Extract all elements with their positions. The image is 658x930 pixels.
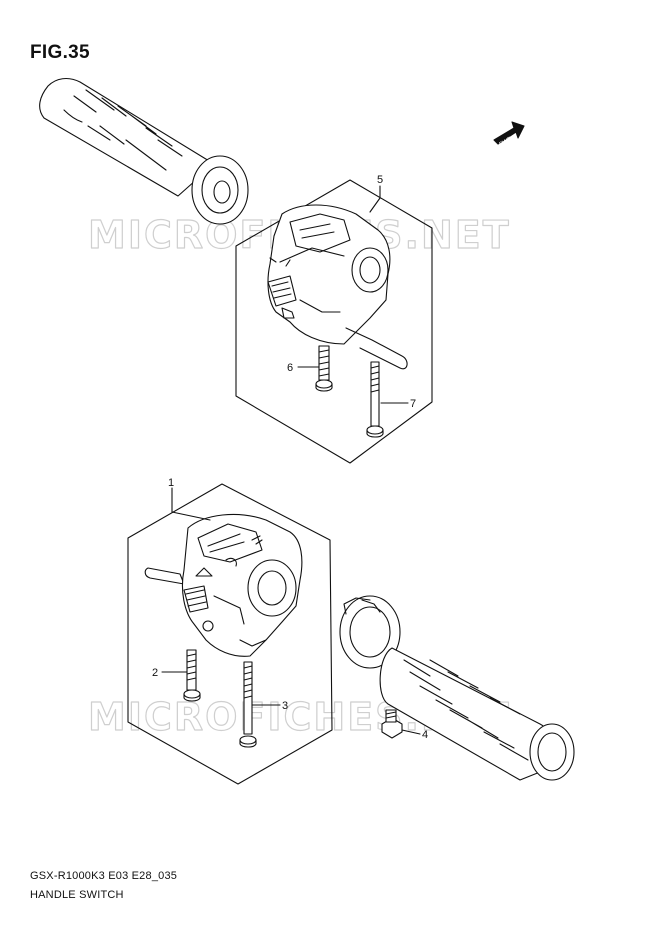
callout-2: 2 bbox=[152, 667, 158, 679]
figure-code: GSX-R1000K3 E03 E28_035 bbox=[30, 870, 178, 882]
left-handlebar-switch bbox=[267, 204, 408, 370]
upper-group-frame bbox=[235, 179, 433, 464]
lower-group-frame bbox=[127, 483, 333, 785]
left-grip bbox=[39, 77, 249, 225]
screw-3 bbox=[239, 661, 257, 748]
callout-6: 6 bbox=[287, 362, 293, 374]
callout-numbers: 5 6 7 1 2 3 4 bbox=[152, 174, 428, 741]
figure-title: FIG.35 bbox=[30, 42, 90, 63]
right-grip bbox=[339, 595, 575, 781]
screw-7 bbox=[366, 361, 384, 438]
callout-4: 4 bbox=[422, 729, 428, 741]
right-handlebar-switch bbox=[144, 513, 303, 657]
callout-3: 3 bbox=[282, 700, 288, 712]
callout-5: 5 bbox=[377, 174, 383, 186]
callout-1: 1 bbox=[168, 477, 174, 489]
callout-7: 7 bbox=[410, 398, 416, 410]
figure-name: HANDLE SWITCH bbox=[30, 889, 124, 901]
screw-6 bbox=[315, 345, 333, 392]
leader-lines bbox=[161, 185, 421, 735]
fwd-arrow-icon: FWD bbox=[493, 121, 525, 148]
screw-4 bbox=[381, 709, 403, 739]
screw-2 bbox=[183, 649, 201, 702]
